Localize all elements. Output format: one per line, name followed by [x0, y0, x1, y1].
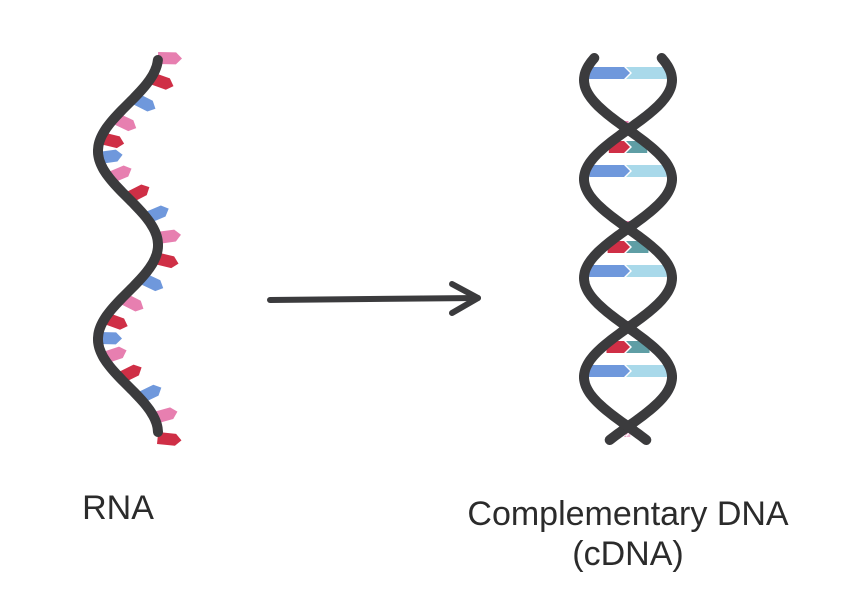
- rna-label: RNA: [82, 489, 154, 527]
- cdna-label-line2: (cDNA): [572, 535, 684, 573]
- arrow-head: [449, 281, 481, 316]
- cdna-base-pair: [589, 67, 667, 79]
- rna-base: [157, 52, 182, 65]
- arrow-shaft: [267, 295, 481, 303]
- cdna-strand-a: [578, 53, 677, 445]
- cdna-strand-b: [579, 53, 678, 445]
- cdna-label: Complementary DNA (cDNA): [467, 494, 788, 574]
- rna-backbone: [93, 55, 163, 437]
- cdna-base-pairs: [588, 67, 668, 437]
- cdna-base-pair: [589, 165, 667, 177]
- cdna-label-line1: Complementary DNA: [467, 495, 789, 533]
- cdna-base-pair: [588, 365, 668, 377]
- cdna-double-helix: [578, 53, 678, 445]
- rna-base: [157, 432, 182, 446]
- rna-strand: [93, 52, 182, 446]
- cdna-base-pair: [589, 265, 667, 277]
- rna-base: [97, 332, 122, 345]
- rna-bases: [97, 52, 182, 446]
- conversion-arrow: [267, 281, 481, 316]
